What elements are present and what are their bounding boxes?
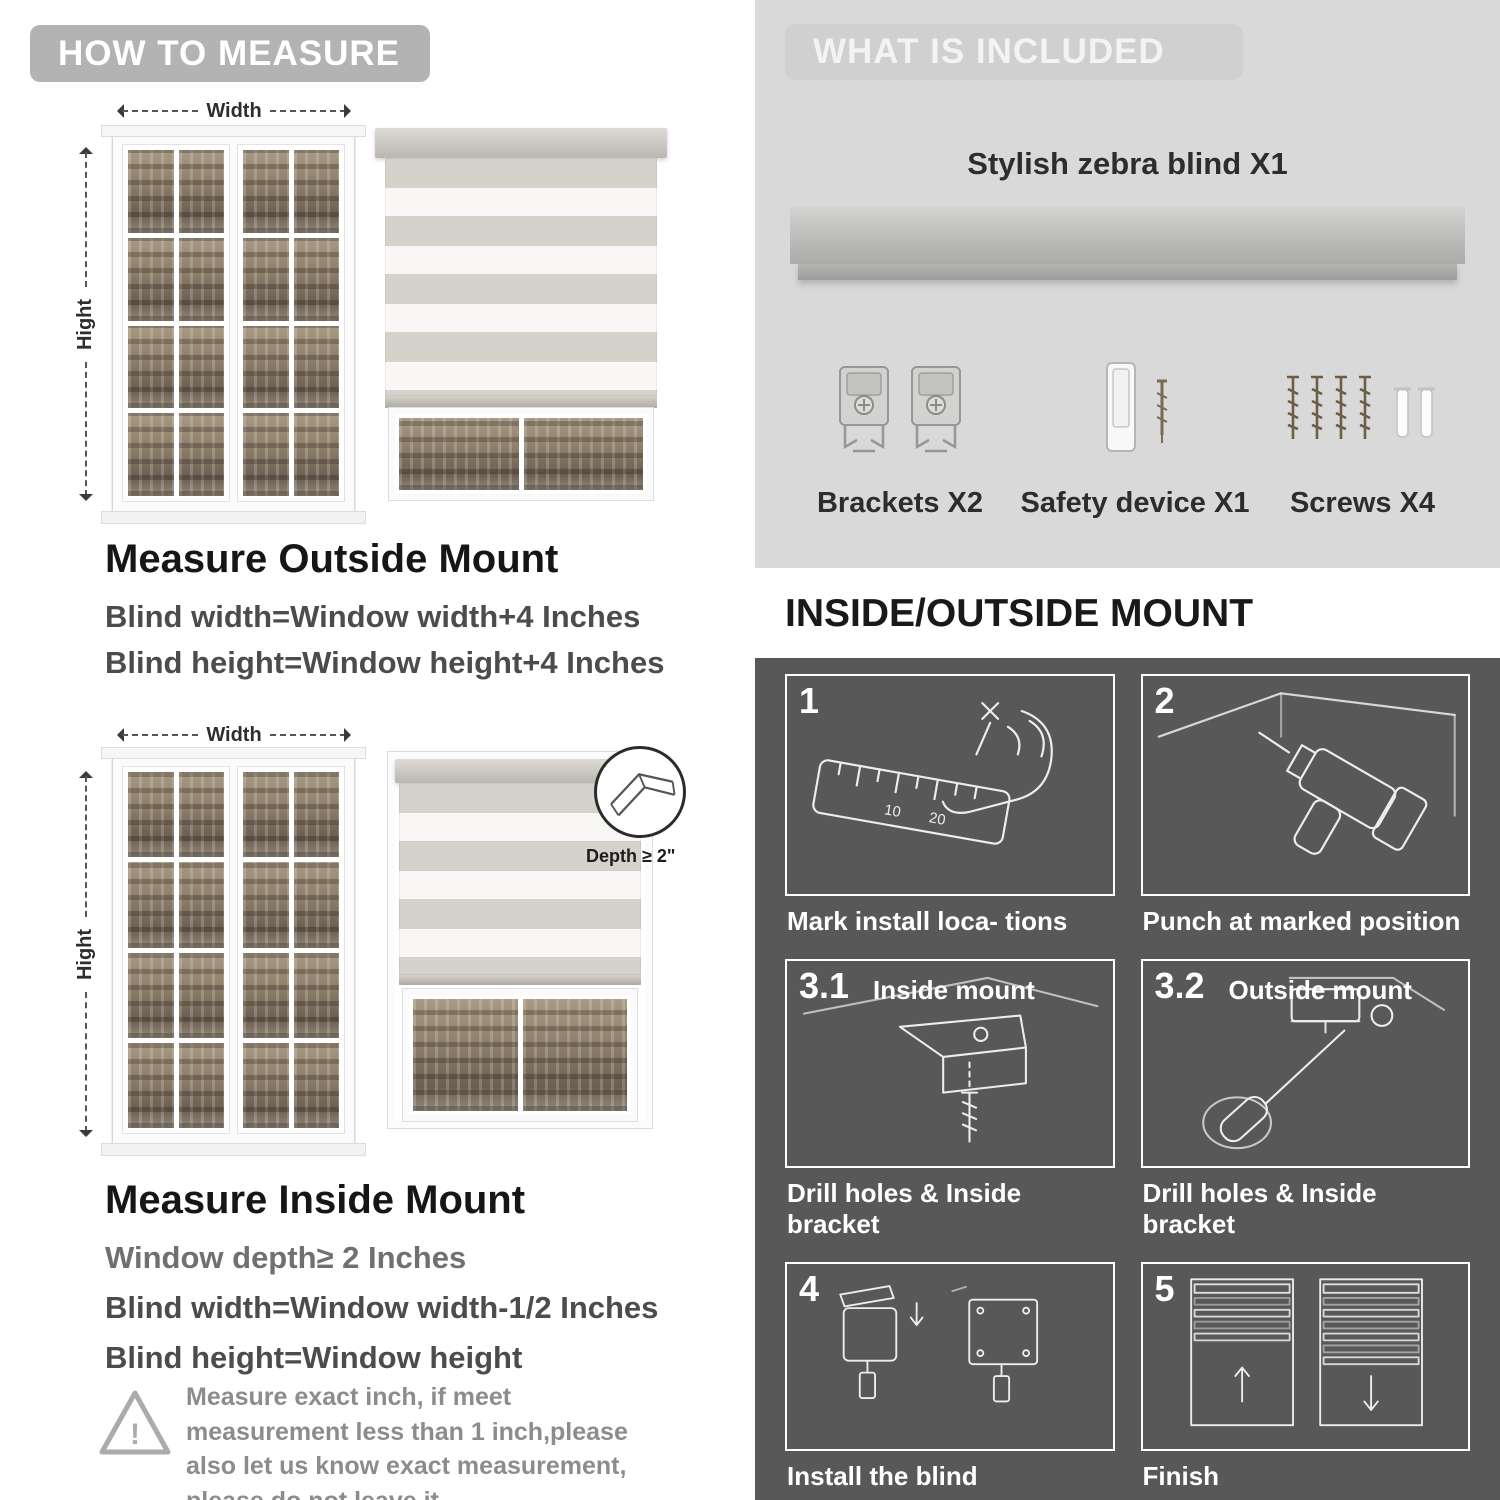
- step-2-box: 2: [1140, 674, 1470, 896]
- inside-rule-height: Blind height=Window height: [105, 1340, 523, 1375]
- arrow-down-icon: [79, 1130, 93, 1144]
- what-is-included-header: WHAT IS INCLUDED: [785, 24, 1243, 80]
- step-4-box: 4: [785, 1262, 1115, 1451]
- window-below-blind: [388, 407, 654, 501]
- width-arrow-inside: Width: [110, 723, 358, 746]
- window-illustration-inside: [101, 747, 366, 1156]
- inside-rule-width: Blind width=Window width-1/2 Inches: [105, 1290, 659, 1325]
- window-sash: [122, 766, 230, 1134]
- finish-illustration: [1189, 1278, 1423, 1427]
- bracket-icon: [839, 365, 889, 452]
- window-below-blind: [402, 988, 638, 1122]
- step-5: 5 Finish: [1140, 1262, 1470, 1494]
- bracket-icon: [911, 365, 961, 452]
- outside-rule-height: Blind height=Window height+4 Inches: [105, 645, 665, 680]
- width-label: Width: [206, 99, 262, 122]
- window-sash: [122, 144, 230, 502]
- outside-rule-width: Blind width=Window width+4 Inches: [105, 599, 641, 634]
- step-3-2: 3.2 Outside mount Drill holes & Inside b…: [1140, 959, 1470, 1242]
- step-caption: Finish: [1142, 1461, 1220, 1491]
- depth-detail-circle: [594, 746, 686, 838]
- step-5-box: 5: [1140, 1262, 1470, 1451]
- how-to-measure-header: HOW TO MEASURE: [30, 25, 430, 82]
- width-label: Width: [206, 723, 262, 746]
- zebra-blind-illustration-outside: [375, 128, 667, 501]
- screws-label: Screws X4: [1289, 487, 1436, 519]
- step-3-1: 3.1 Inside mount Drill holes & Inside br…: [785, 959, 1115, 1242]
- step-caption: Drill holes & Inside bracket: [787, 1178, 1022, 1239]
- step-number: 4: [799, 1268, 820, 1309]
- step-caption: Punch at marked position: [1142, 906, 1461, 936]
- height-label: Hight: [74, 928, 97, 980]
- width-arrow-outside: Width: [110, 99, 358, 122]
- step-caption: Mark install loca- tions: [787, 906, 1068, 936]
- included-item-safety-device: Safety device X1: [1010, 338, 1260, 520]
- window-sash: [237, 766, 345, 1134]
- measure-outside-title: Measure Outside Mount: [105, 537, 559, 581]
- step-number: 2: [1154, 680, 1175, 721]
- drill-illustration: [1157, 692, 1456, 855]
- inside-rule-depth: Window depth≥ 2 Inches: [105, 1240, 467, 1275]
- step-inline-label: Inside mount: [873, 975, 1035, 1005]
- included-item-screws: Screws X4: [1260, 338, 1465, 520]
- headrail-illustration: [790, 206, 1465, 280]
- inside-bracket-illustration: [802, 976, 1099, 1143]
- step-3-1-box: 3.1 Inside mount: [785, 959, 1115, 1168]
- step-2: 2 Punch at marked position: [1140, 674, 1470, 939]
- brackets-label: Brackets X2: [816, 487, 984, 519]
- window-illustration-outside: [101, 125, 366, 524]
- step-number: 3.2: [1154, 965, 1205, 1006]
- depth-label: Depth ≥ 2": [586, 846, 676, 866]
- screws-icon: [1286, 375, 1435, 439]
- blind-bottom-rail: [385, 396, 657, 408]
- mark-locations-illustration: 10 20: [812, 702, 1053, 845]
- window-corner-icon: [610, 773, 676, 817]
- step-number: 3.1: [799, 965, 850, 1006]
- measure-inside-title: Measure Inside Mount: [105, 1178, 526, 1222]
- step-4: 4 Install the blind: [785, 1262, 1115, 1494]
- outside-bracket-illustration: [1201, 976, 1445, 1150]
- arrow-up-icon: [79, 764, 93, 778]
- step-1-box: 10 20 1: [785, 674, 1115, 896]
- mount-section-title: INSIDE/OUTSIDE MOUNT: [785, 592, 1254, 635]
- step-number: 5: [1154, 1268, 1175, 1309]
- step-3-2-box: 3.2 Outside mount: [1140, 959, 1470, 1168]
- step-number: 1: [799, 680, 820, 721]
- included-item-brackets: Brackets X2: [790, 338, 1010, 520]
- warning-icon: !: [99, 1390, 171, 1455]
- warning-text: Measure exact inch, if meet measurement …: [186, 1383, 628, 1500]
- height-label: Hight: [74, 298, 97, 350]
- arrow-up-icon: [79, 140, 93, 154]
- svg-text:10: 10: [883, 802, 902, 821]
- height-arrow-outside: Hight: [74, 140, 98, 508]
- safety-device-label: Safety device X1: [1020, 487, 1250, 519]
- arrow-right-icon: [344, 728, 358, 742]
- blind-bottom-rail: [399, 975, 641, 985]
- install-blind-illustration: [839, 1285, 1039, 1403]
- blind-stripes: [385, 158, 657, 396]
- height-arrow-inside: Hight: [74, 764, 98, 1144]
- svg-text:20: 20: [928, 810, 947, 829]
- step-caption: Drill holes & Inside bracket: [1142, 1178, 1377, 1239]
- window-sash: [237, 144, 345, 502]
- step-inline-label: Outside mount: [1228, 975, 1412, 1005]
- included-blind-label: Stylish zebra blind X1: [967, 146, 1288, 181]
- warning-exclamation: !: [130, 1418, 140, 1451]
- step-caption: Install the blind: [787, 1461, 978, 1491]
- included-panel: WHAT IS INCLUDED Stylish zebra blind X1: [755, 0, 1500, 568]
- blind-valance: [375, 128, 667, 158]
- safety-device-icon: [1106, 361, 1168, 452]
- zebra-blind-illustration-inside: [387, 751, 653, 1129]
- arrow-down-icon: [79, 494, 93, 508]
- arrow-left-icon: [110, 728, 124, 742]
- mount-steps-panel: 10 20 1 Mark install loca- tions: [755, 658, 1500, 1500]
- step-1: 10 20 1 Mark install loca- tions: [785, 674, 1115, 939]
- included-items: Brackets X2 Safety device X1: [790, 338, 1465, 520]
- arrow-right-icon: [344, 104, 358, 118]
- arrow-left-icon: [110, 104, 124, 118]
